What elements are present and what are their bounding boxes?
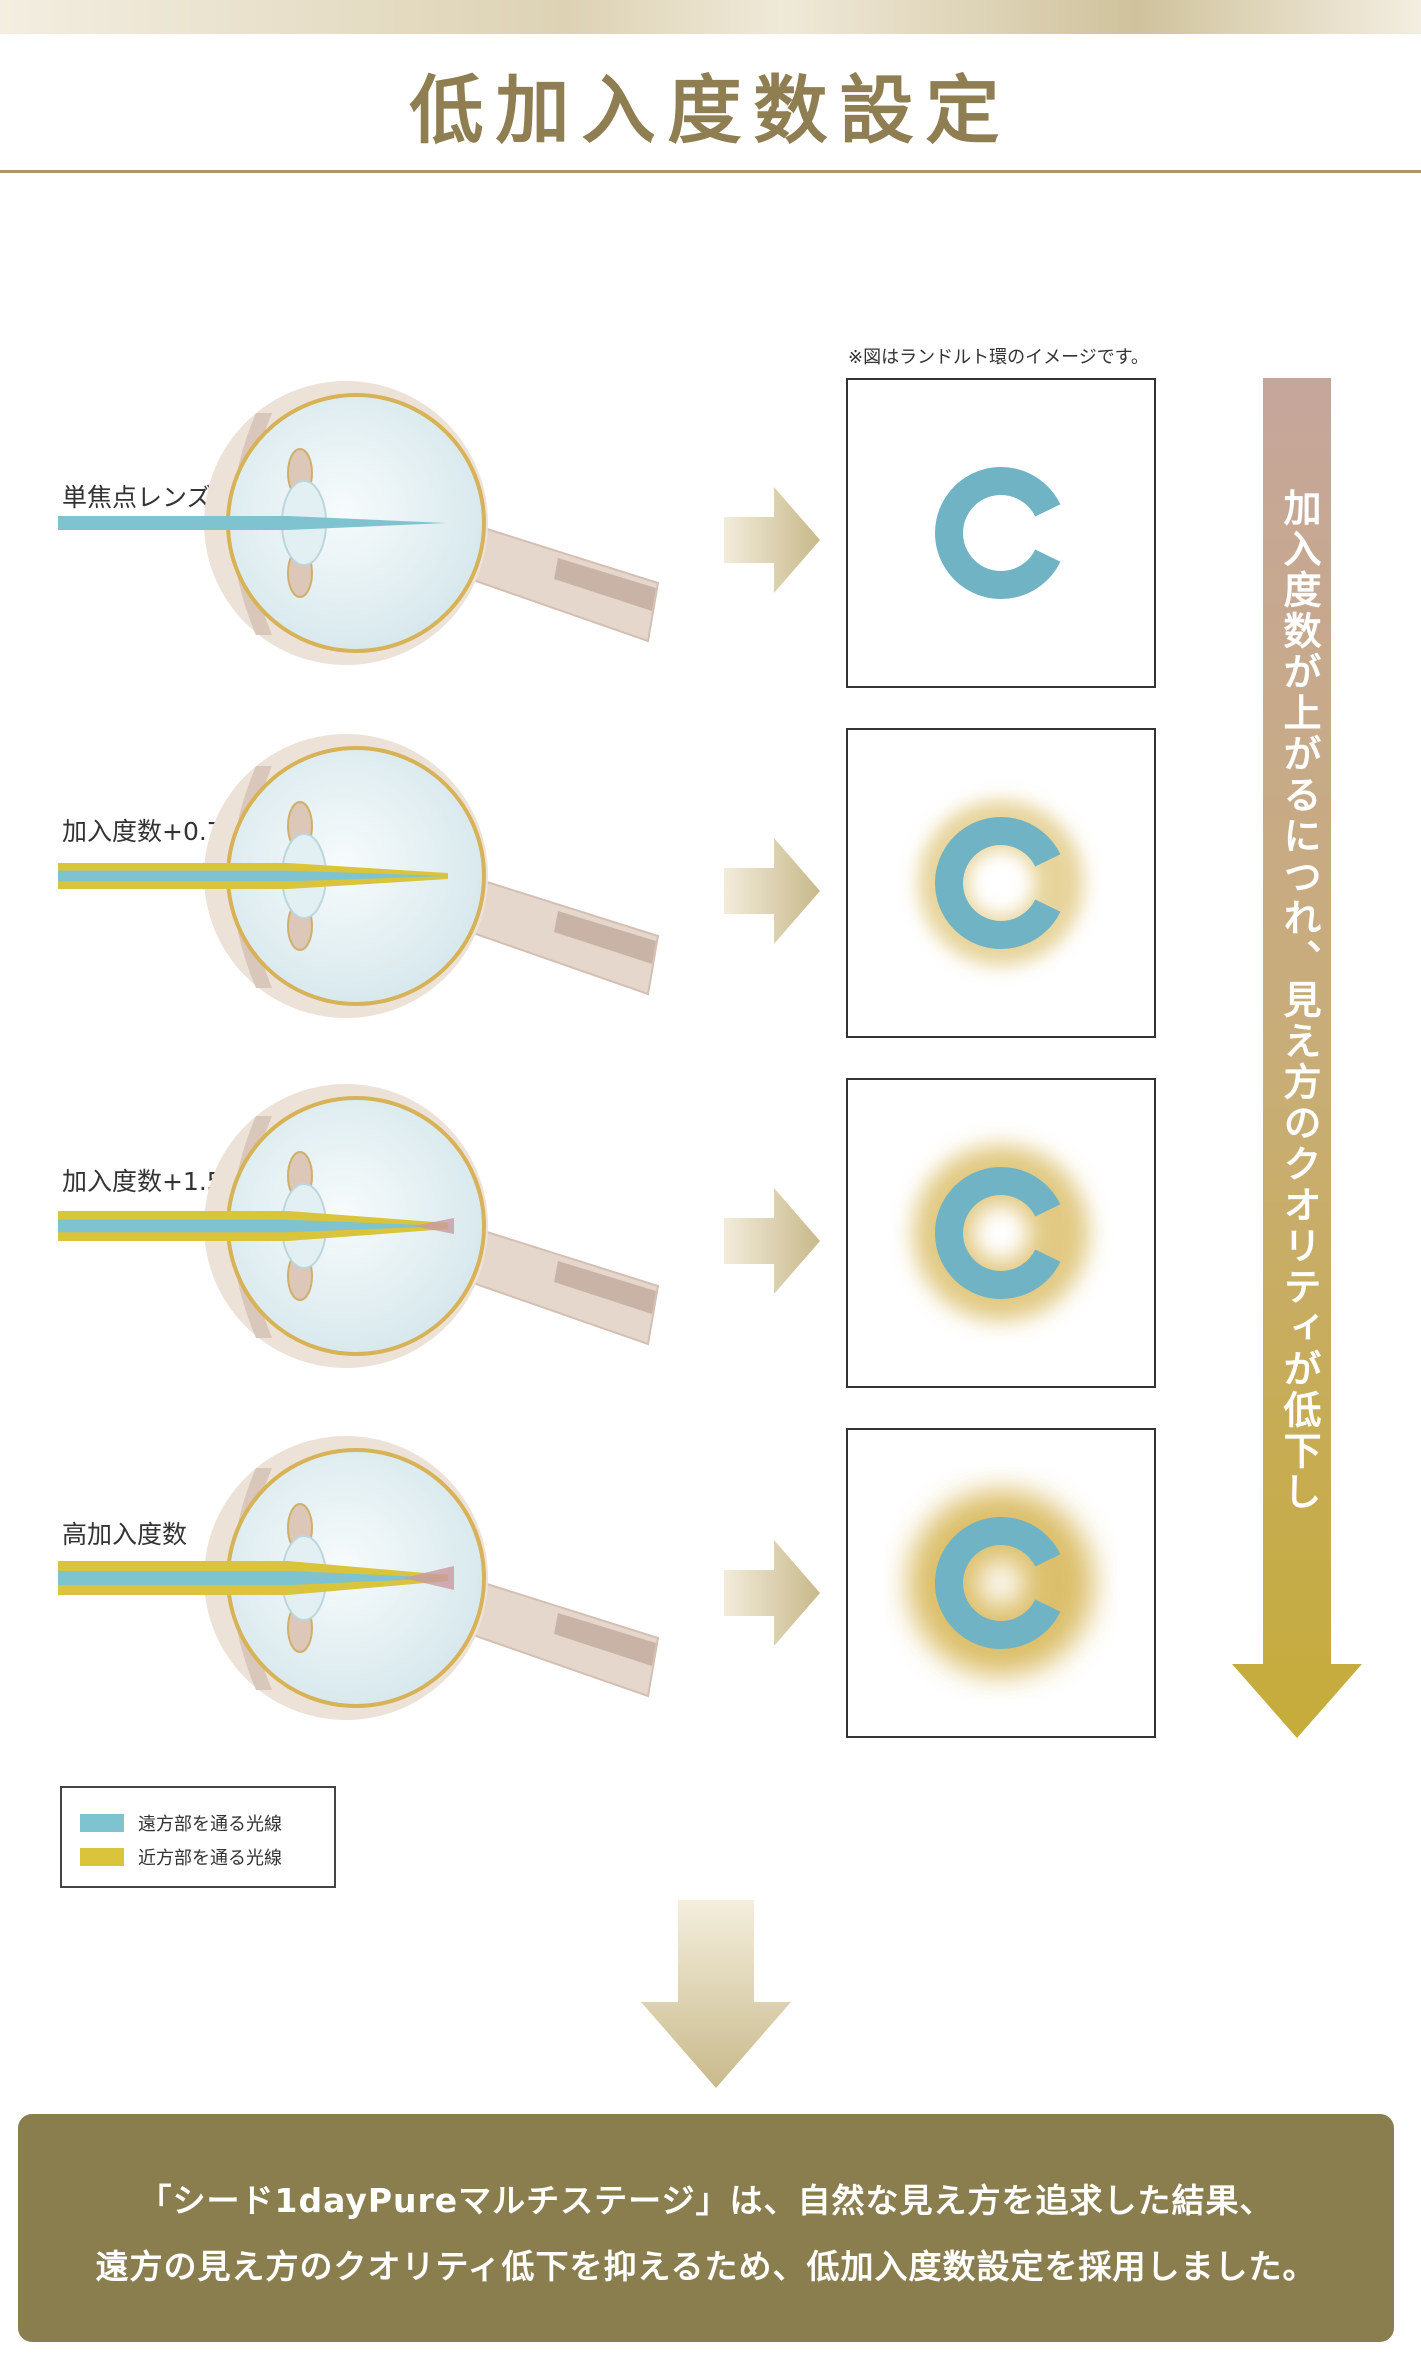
down-arrow-icon xyxy=(641,1900,791,2088)
legend-item-near: 近方部を通る光線 xyxy=(80,1842,282,1872)
landolt-c-image xyxy=(908,1490,1094,1676)
landolt-ring-box xyxy=(846,1078,1156,1388)
conclusion-banner: 「シード1dayPureマルチステージ」は、自然な見え方を追求した結果、 遠方の… xyxy=(18,2114,1394,2342)
conclusion-line-2: 遠方の見え方のクオリティ低下を抑えるため、低加入度数設定を採用しました。 xyxy=(95,2247,1317,2286)
landolt-c-image xyxy=(913,1145,1089,1321)
landolt-c-image xyxy=(918,800,1084,966)
top-decorative-band xyxy=(0,0,1421,34)
right-arrow-icon xyxy=(724,838,820,944)
eye-diagram xyxy=(58,1436,660,1720)
eye-diagram xyxy=(58,1084,660,1368)
side-caption: 加入度数が上がるにつれ、見え方のクオリティが低下します。 xyxy=(1183,488,1321,1513)
eye-diagram xyxy=(58,381,660,665)
row-label-high-add: 高加入度数 xyxy=(62,1520,188,1549)
eye-diagram xyxy=(58,734,660,1018)
legend-swatch-blue xyxy=(80,1814,124,1832)
right-arrow-icon xyxy=(724,1540,820,1646)
landolt-note: ※図はランドルト環のイメージです。 xyxy=(848,347,1149,368)
landolt-ring-box xyxy=(846,378,1156,688)
right-arrow-icon xyxy=(724,487,820,593)
quality-decline-arrow xyxy=(1232,378,1362,1738)
landolt-ring-box xyxy=(846,728,1156,1038)
page-title: 低加入度数設定 xyxy=(409,68,1012,154)
title-divider xyxy=(0,170,1421,173)
legend-item-distance: 遠方部を通る光線 xyxy=(80,1808,282,1838)
landolt-c-image xyxy=(935,467,1061,599)
legend: 遠方部を通る光線 近方部を通る光線 xyxy=(60,1786,336,1888)
conclusion-line-1: 「シード1dayPureマルチステージ」は、自然な見え方を追求した結果、 xyxy=(138,2181,1274,2220)
row-label-single-vision: 単焦点レンズ xyxy=(62,483,212,512)
legend-label: 近方部を通る光線 xyxy=(138,1848,282,1869)
legend-swatch-yellow xyxy=(80,1848,124,1866)
legend-label: 遠方部を通る光線 xyxy=(138,1814,282,1835)
landolt-ring-box xyxy=(846,1428,1156,1738)
right-arrow-icon xyxy=(724,1188,820,1294)
